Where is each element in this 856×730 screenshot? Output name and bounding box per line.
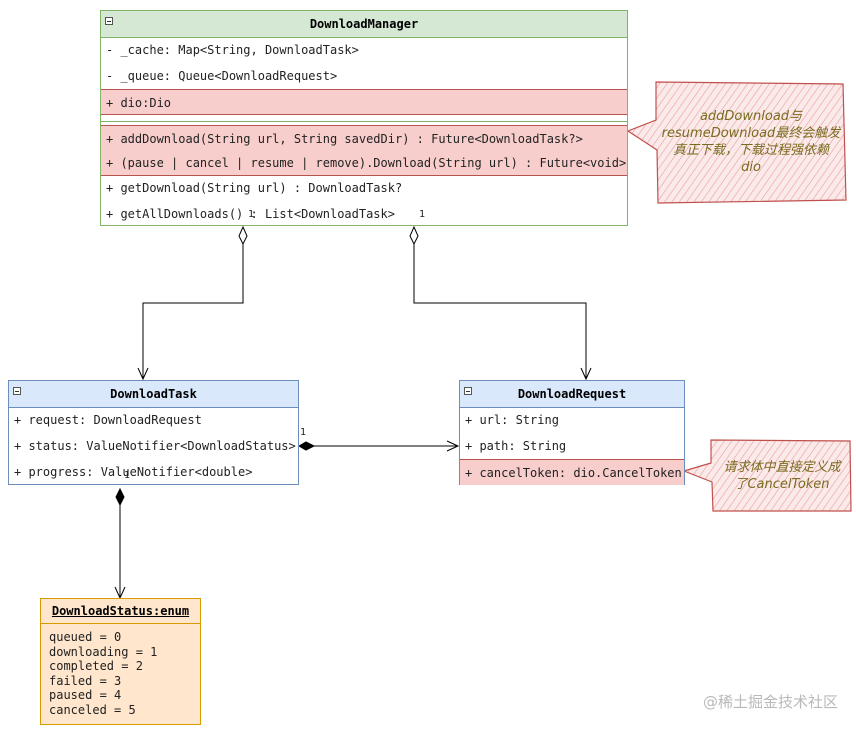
class-header: DownloadTask — [9, 381, 298, 408]
task-request-composition — [297, 440, 460, 452]
dm-request-aggregation — [409, 225, 592, 381]
enum-value: paused = 4 — [49, 688, 122, 702]
class-attribute: + progress: ValueNotifier<double> — [14, 465, 253, 479]
note-line: addDownload与 — [699, 109, 803, 124]
note-text: 请求体中直接定义成 了CancelToken — [712, 459, 852, 493]
class-method: + getAllDownloads() : List<DownloadTask> — [106, 207, 395, 221]
note-line: 请求体中直接定义成 — [723, 460, 841, 475]
class-attribute: - _cache: Map<String, DownloadTask> — [106, 43, 359, 57]
note-line: resumeDownload最终会触发 — [661, 126, 841, 141]
class-attribute: + status: ValueNotifier<DownloadStatus> — [14, 439, 296, 453]
multiplicity-label: 1 — [300, 427, 307, 438]
enum-value: canceled = 5 — [49, 702, 136, 717]
download-task-class[interactable]: DownloadTask + request: DownloadRequest … — [8, 380, 299, 485]
dm-task-aggregation — [137, 225, 248, 381]
class-attribute: + cancelToken: dio.CancelToken — [460, 459, 684, 485]
enum-header: DownloadStatus:enum — [41, 599, 200, 624]
class-header: DownloadManager — [101, 11, 627, 38]
note-line: 真正下载，下载过程强依赖 — [672, 143, 829, 158]
class-title: DownloadTask — [110, 387, 197, 401]
enum-value: completed = 2 — [49, 659, 143, 673]
class-header: DownloadRequest — [460, 381, 684, 408]
class-method: + (pause | cancel | resume | remove).Dow… — [101, 150, 627, 176]
class-attribute: + url: String — [465, 413, 559, 427]
class-attribute: + path: String — [465, 439, 567, 453]
enum-title: DownloadStatus:enum — [51, 604, 190, 618]
multiplicity-label: 1 — [248, 209, 255, 220]
collapse-toggle-icon[interactable] — [464, 387, 472, 395]
class-title: DownloadRequest — [517, 387, 627, 401]
class-method: + addDownload(String url, String savedDi… — [101, 125, 627, 151]
class-method: + getDownload(String url) : DownloadTask… — [106, 181, 403, 195]
note-line: dio — [741, 160, 761, 175]
task-status-composition — [114, 487, 126, 600]
collapse-toggle-icon[interactable] — [105, 17, 113, 25]
enum-value: failed = 3 — [49, 673, 122, 688]
note-line: 了CancelToken — [734, 477, 830, 492]
enum-value: downloading = 1 — [49, 644, 158, 659]
class-attribute: - _queue: Queue<DownloadRequest> — [106, 69, 338, 83]
multiplicity-label: 1 — [124, 470, 131, 481]
class-attribute: + dio:Dio — [101, 89, 627, 115]
download-request-class[interactable]: DownloadRequest + url: String + path: St… — [459, 380, 685, 485]
download-manager-class[interactable]: DownloadManager - _cache: Map<String, Do… — [100, 10, 628, 226]
class-divider — [101, 121, 627, 122]
watermark: @稀土掘金技术社区 — [702, 693, 838, 711]
enum-value: queued = 0 — [49, 630, 122, 644]
download-status-enum[interactable]: DownloadStatus:enum queued = 0 downloadi… — [40, 598, 201, 725]
class-title: DownloadManager — [309, 17, 419, 31]
class-attribute: + request: DownloadRequest — [14, 413, 202, 427]
collapse-toggle-icon[interactable] — [13, 387, 21, 395]
note-shape — [626, 81, 847, 204]
note-shape — [682, 439, 852, 512]
note-text: addDownload与 resumeDownload最终会触发 真正下载，下载… — [655, 108, 847, 176]
multiplicity-label: 1 — [419, 209, 426, 220]
